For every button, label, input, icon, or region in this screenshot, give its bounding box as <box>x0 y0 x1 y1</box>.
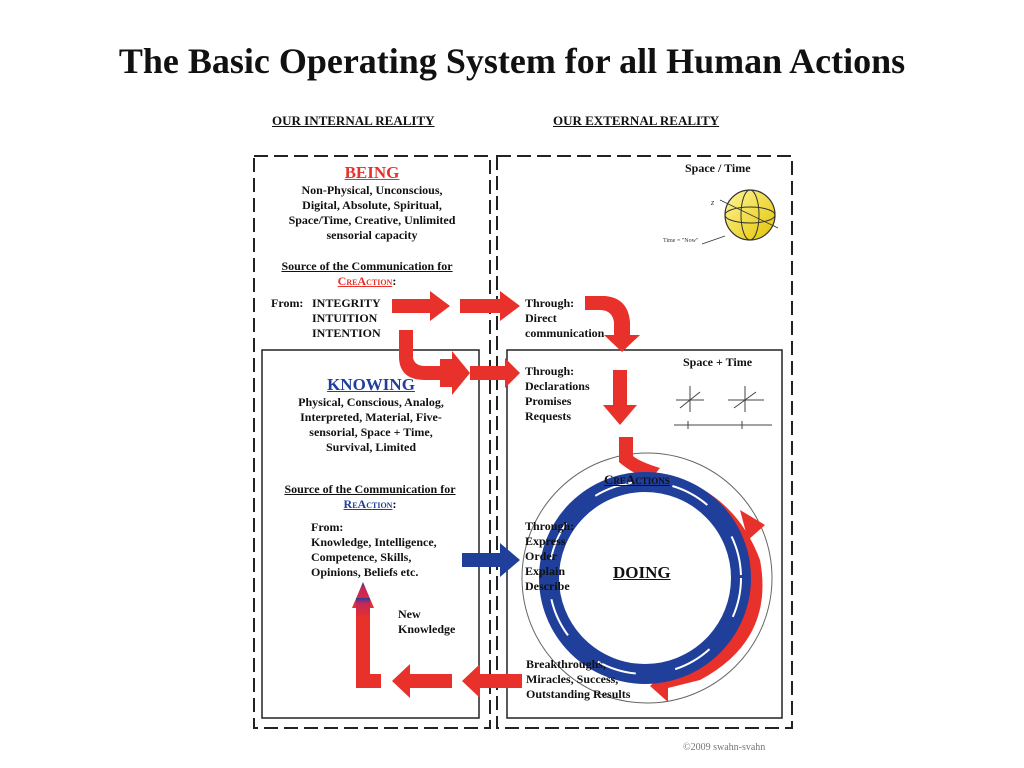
through-direct-line-1: Through: <box>525 296 575 310</box>
knowing-line-4: Survival, Limited <box>325 440 416 454</box>
creactions-arrow-head <box>740 510 765 540</box>
reactions-label: ReActions <box>614 503 674 518</box>
creactions-outer-circle <box>521 452 773 704</box>
new-knowledge-line-2: Knowledge <box>398 622 456 636</box>
doing-box <box>506 349 783 719</box>
return-arrows <box>352 582 522 698</box>
new-knowledge-line-1: New <box>398 607 421 621</box>
through-declarations-line-4: Requests <box>525 409 572 423</box>
page-title: The Basic Operating System for all Human… <box>118 41 906 81</box>
knowing-from-list: From: Knowledge, Intelligence, Competenc… <box>311 520 437 580</box>
svg-text:z: z <box>710 198 715 207</box>
being-from-list: INTEGRITY INTUITION INTENTION <box>312 296 381 341</box>
doing-label: DOING <box>613 563 671 582</box>
through-express: Through: Express Order Explain Describe <box>525 519 574 594</box>
being-source-colon: : <box>392 274 397 288</box>
knowing-source: Source of the Communication for ReAction… <box>264 482 476 512</box>
space-plus-time-label: Space + Time <box>683 355 753 369</box>
knowing-line-3: sensorial, Space + Time, <box>309 425 433 439</box>
through-direct: Through: Direct communication <box>525 296 604 341</box>
from-knowledge: Knowledge, Intelligence, <box>311 535 437 549</box>
being-from-label: From: <box>271 296 304 310</box>
through-express-line-4: Explain <box>525 564 566 578</box>
knowing-section: KNOWING Physical, Conscious, Analog, Int… <box>264 375 478 455</box>
through-direct-line-3: communication <box>525 326 605 340</box>
new-knowledge-label: New Knowledge <box>398 607 455 637</box>
time-now-label: Time = "Now" <box>663 238 699 244</box>
results-line-3: Outstanding Results <box>526 687 631 701</box>
through-express-line-3: Order <box>525 549 557 563</box>
knowing-source-term: ReAction <box>343 497 393 511</box>
copyright-text: ©2009 swahn-svahn <box>683 742 766 753</box>
results-text: Breakthroughs, Miracles, Success, Outsta… <box>526 657 630 702</box>
knowing-source-label: Source of the Communication for <box>284 482 456 496</box>
being-line-4: sensorial capacity <box>326 228 418 242</box>
internal-reality-header: OUR INTERNAL REALITY <box>272 113 435 128</box>
being-line-2: Digital, Absolute, Spiritual, <box>302 198 442 212</box>
internal-reality-box <box>253 155 491 729</box>
knowing-source-colon: : <box>392 497 397 511</box>
being-line-3: Space/Time, Creative, Unlimited <box>288 213 456 227</box>
from-competence: Competence, Skills, <box>311 550 412 564</box>
being-source: Source of the Communication for CreActio… <box>256 259 478 289</box>
through-express-line-1: Through: <box>525 519 575 533</box>
being-section: BEING Non-Physical, Unconscious, Digital… <box>256 163 488 243</box>
through-direct-line-2: Direct <box>525 311 557 325</box>
from-intention: INTENTION <box>312 326 381 340</box>
through-declarations: Through: Declarations Promises Requests <box>525 364 590 424</box>
from-intuition: INTUITION <box>312 311 378 325</box>
through-express-line-5: Describe <box>525 579 570 593</box>
space-time-slash-label: Space / Time <box>685 161 751 175</box>
external-reality-header: OUR EXTERNAL REALITY <box>553 113 720 128</box>
through-declarations-line-1: Through: <box>525 364 575 378</box>
results-line-1: Breakthroughs, <box>526 657 606 671</box>
knowing-line-2: Interpreted, Material, Five- <box>300 410 442 424</box>
through-declarations-line-2: Declarations <box>525 379 590 393</box>
red-arrows <box>392 291 660 480</box>
blue-arrow <box>462 543 520 577</box>
being-source-term: CreAction <box>337 274 393 288</box>
results-line-2: Miracles, Success, <box>526 672 619 686</box>
being-source-label: Source of the Communication for <box>281 259 453 273</box>
knowing-line-1: Physical, Conscious, Analog, <box>298 395 444 409</box>
reactions-blue-ring <box>539 472 751 684</box>
from-opinions: Opinions, Beliefs etc. <box>311 565 419 579</box>
sphere-icon: z <box>701 189 779 245</box>
knowing-heading: KNOWING <box>327 375 415 394</box>
creactions-label: CreActions <box>604 472 670 487</box>
through-express-line-2: Express <box>525 534 566 548</box>
axes-icon <box>674 386 772 429</box>
from-integrity: INTEGRITY <box>312 296 381 310</box>
being-line-1: Non-Physical, Unconscious, <box>301 183 443 197</box>
knowing-from-label: From: <box>311 520 344 534</box>
being-heading: BEING <box>344 163 400 182</box>
external-reality-box <box>496 155 793 729</box>
through-declarations-line-3: Promises <box>525 394 572 408</box>
knowing-box <box>261 349 480 719</box>
